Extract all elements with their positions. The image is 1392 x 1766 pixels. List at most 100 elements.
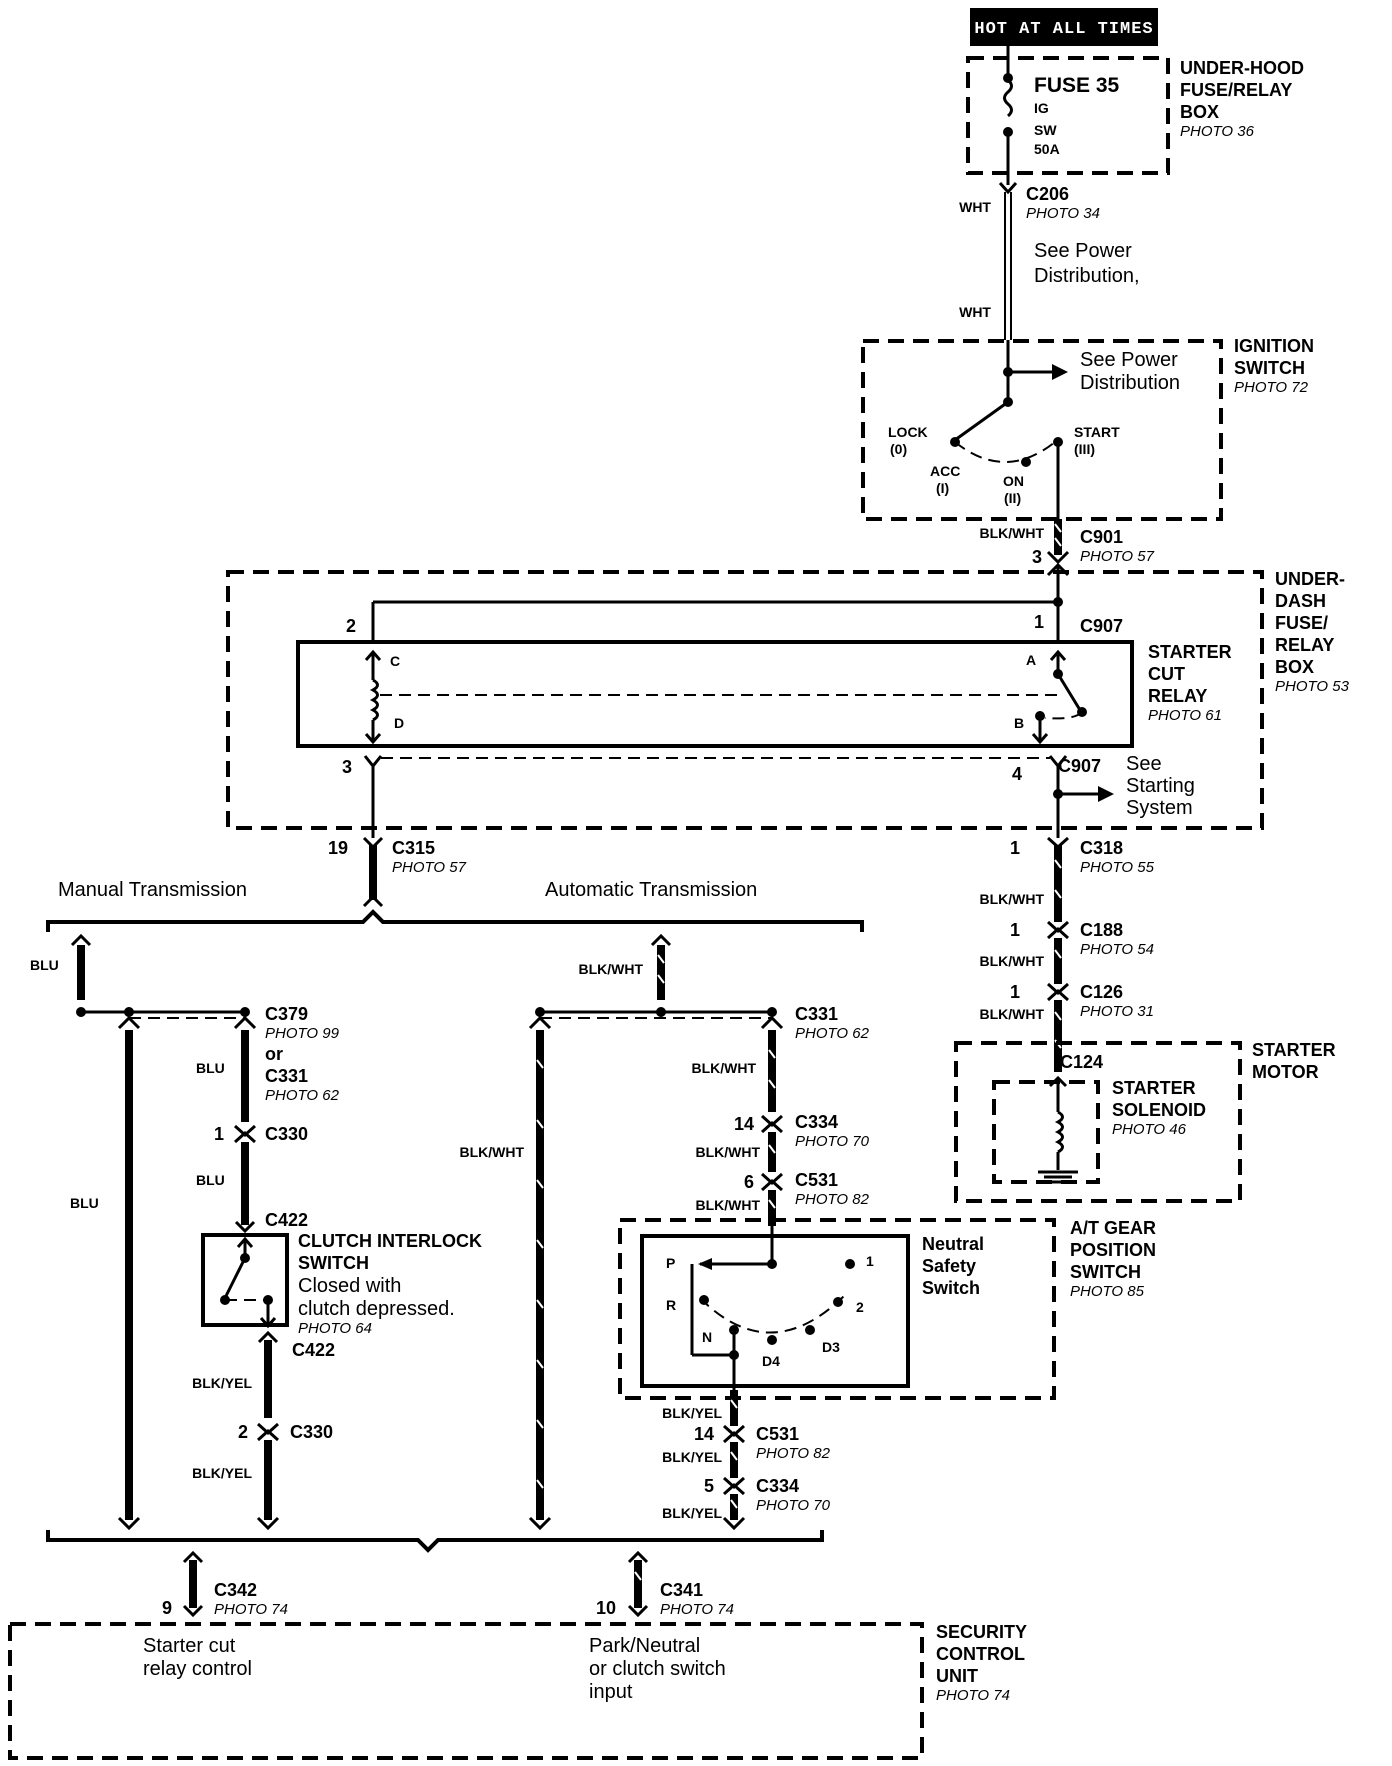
motor-title-2: MOTOR: [1252, 1062, 1319, 1082]
relay-pin-1: 1: [1034, 612, 1044, 632]
gear-2: 2: [856, 1299, 864, 1315]
relay-contact-blade: [1056, 673, 1082, 711]
ignition-acc: ACC: [930, 463, 960, 479]
security-input-bracket: [46, 1530, 824, 1553]
security-relay-control-2: relay control: [143, 1658, 252, 1680]
solenoid-photo: PHOTO 46: [1112, 1121, 1187, 1138]
manual-blkyel-2: BLK/YEL: [192, 1465, 252, 1481]
starter-cut-relay-box: [296, 640, 1134, 748]
atg-photo: PHOTO 85: [1070, 1283, 1145, 1300]
nss-title-1: Neutral: [922, 1234, 984, 1254]
gear-d4: D4: [762, 1353, 780, 1369]
relay-c907-bottom: C907: [1058, 756, 1101, 776]
hot-at-all-times-banner: [970, 8, 1158, 46]
see-starting-arrow-icon: [1098, 786, 1114, 802]
c531-pin: 6: [744, 1172, 754, 1192]
c901-label: C901: [1080, 527, 1123, 547]
underhood-title-3: BOX: [1180, 102, 1219, 122]
ignition-see-2: Distribution: [1080, 372, 1180, 394]
c334-pin: 14: [734, 1114, 754, 1134]
c315-photo: PHOTO 57: [392, 859, 467, 876]
ignition-switch-box: [861, 339, 1223, 521]
c341-connector-icon: [627, 1604, 649, 1618]
relay-term-b: B: [1014, 715, 1024, 731]
auto-blkyel-1: BLK/YEL: [662, 1405, 722, 1421]
c422-label: C422: [265, 1210, 308, 1230]
manual-blu-2: BLU: [196, 1060, 225, 1076]
manual-blu-4: BLU: [196, 1172, 225, 1188]
c334b-label: C334: [756, 1476, 799, 1496]
ignition-title-2: SWITCH: [1234, 358, 1305, 378]
c901-connector-icon: [1046, 550, 1070, 565]
c330-label: C330: [265, 1124, 308, 1144]
underdash-photo: PHOTO 53: [1275, 678, 1350, 695]
c422b-label: C422: [292, 1340, 335, 1360]
ground-icon: [1038, 1170, 1078, 1184]
relay-term-a: A: [1026, 652, 1036, 668]
c341-pin: 10: [596, 1598, 616, 1618]
atg-title-3: SWITCH: [1070, 1262, 1141, 1282]
c188-pin: 1: [1010, 920, 1020, 940]
relay-title-2: CUT: [1148, 664, 1185, 684]
ignition-lock: LOCK: [888, 424, 928, 440]
c315-label: C315: [392, 838, 435, 858]
ignition-see-1: See Power: [1080, 349, 1178, 371]
ignition-start-pos: (III): [1074, 441, 1095, 457]
gear-r: R: [666, 1297, 676, 1313]
manual-c331-photo: PHOTO 62: [265, 1087, 340, 1104]
starter-blkwht-1: BLK/WHT: [979, 891, 1044, 907]
solenoid-title-1: STARTER: [1112, 1078, 1196, 1098]
fuse-ig-label: IG: [1034, 100, 1049, 116]
auto-c331-photo: PHOTO 62: [795, 1025, 870, 1042]
hot-at-all-times-text: HOT AT ALL TIMES: [974, 20, 1153, 39]
c341-label: C341: [660, 1580, 703, 1600]
ignition-start: START: [1074, 424, 1120, 440]
starter-blkwht-3: BLK/WHT: [979, 1006, 1044, 1022]
relay-title-3: RELAY: [1148, 686, 1207, 706]
underdash-fuse-box: [226, 570, 1264, 830]
clutch-interlock-switch-box: [201, 1233, 289, 1327]
manual-blu-3: BLU: [70, 1195, 99, 1211]
relay-photo: PHOTO 61: [1148, 707, 1222, 724]
underhood-title-1: UNDER-HOOD: [1180, 58, 1304, 78]
c206-note-2: Distribution,: [1034, 265, 1140, 287]
security-relay-control-1: Starter cut: [143, 1635, 236, 1657]
solenoid-coil-icon: [1054, 1110, 1064, 1154]
underhood-fuse-box: [966, 56, 1170, 175]
c901-pin: 3: [1032, 547, 1042, 567]
clutch-title-2: SWITCH: [298, 1253, 369, 1273]
atg-title-1: A/T GEAR: [1070, 1218, 1156, 1238]
auto-c331-label: C331: [795, 1004, 838, 1024]
motor-title-1: STARTER: [1252, 1040, 1336, 1060]
auto-blkyel-3: BLK/YEL: [662, 1505, 722, 1521]
ignition-title-1: IGNITION: [1234, 336, 1314, 356]
manual-c331-label: C331: [265, 1066, 308, 1086]
starter-blkwht-2: BLK/WHT: [979, 953, 1044, 969]
gear-d3: D3: [822, 1339, 840, 1355]
security-title-3: UNIT: [936, 1666, 978, 1686]
relay-c907-top: C907: [1080, 616, 1123, 636]
relay-see-1: See: [1126, 753, 1162, 775]
fuse-35-label: FUSE 35: [1034, 74, 1120, 97]
see-power-arrow-icon: [1052, 364, 1068, 380]
underdash-title-3: FUSE/: [1275, 613, 1328, 633]
nss-title-2: Safety: [922, 1256, 976, 1276]
c531b-photo: PHOTO 82: [756, 1445, 831, 1462]
c206-wire-bottom: WHT: [959, 304, 991, 320]
c206-label: C206: [1026, 184, 1069, 204]
security-title-1: SECURITY: [936, 1622, 1027, 1642]
security-pn-input-2: or clutch switch: [589, 1658, 726, 1680]
c188-photo: PHOTO 54: [1080, 941, 1154, 958]
manual-blu-1: BLU: [30, 957, 59, 973]
relay-term-c: C: [390, 653, 400, 669]
manual-blkyel-1: BLK/YEL: [192, 1375, 252, 1391]
c206-note-1: See Power: [1034, 240, 1132, 262]
gear-position-arc: [699, 1291, 849, 1334]
c126-pin: 1: [1010, 982, 1020, 1002]
c126-label: C126: [1080, 982, 1123, 1002]
auto-blkwht-top: BLK/WHT: [578, 961, 643, 977]
gear-1: 1: [866, 1253, 874, 1269]
c334b-pin: 5: [704, 1476, 714, 1496]
auto-blkwht-3: BLK/WHT: [695, 1197, 760, 1213]
